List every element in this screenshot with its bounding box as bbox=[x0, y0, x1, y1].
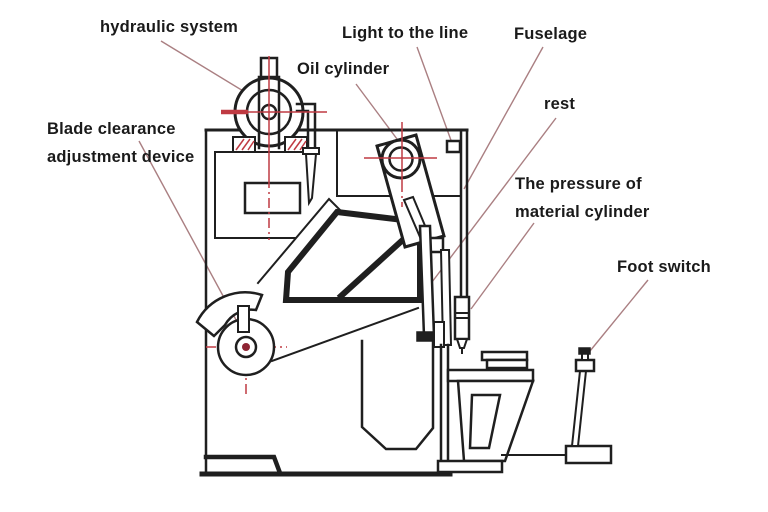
label-pressure-line1: The pressure of bbox=[515, 175, 642, 193]
label-rest: rest bbox=[544, 95, 576, 113]
leader-pressure-cylinder bbox=[470, 222, 535, 310]
pressure-material-cylinder bbox=[453, 295, 471, 354]
foot-switch-button bbox=[578, 347, 591, 355]
label-blade-clearance-line2: adjustment device bbox=[47, 148, 195, 166]
foot-switch-pedal bbox=[564, 444, 613, 465]
leader-fuselage bbox=[463, 46, 544, 190]
support-stand bbox=[436, 343, 535, 474]
blade-clearance-device bbox=[195, 291, 276, 377]
label-pressure-line2: material cylinder bbox=[515, 203, 650, 221]
machine-body bbox=[199, 128, 469, 477]
ram-rest bbox=[416, 224, 453, 348]
frame-window bbox=[270, 306, 435, 451]
leader-foot-switch bbox=[589, 279, 649, 352]
center-dot bbox=[242, 343, 250, 351]
foot-switch bbox=[501, 347, 613, 465]
label-foot-switch: Foot switch bbox=[617, 258, 711, 276]
label-blade-clearance-line1: Blade clearance bbox=[47, 120, 176, 138]
pump-pipe bbox=[295, 102, 317, 152]
leader-light-to-the-line bbox=[416, 46, 453, 144]
light-to-line-marker bbox=[445, 139, 462, 154]
adjustment-sector bbox=[195, 291, 264, 338]
label-hydraulic-system: hydraulic system bbox=[100, 18, 239, 36]
label-light-to-the-line: Light to the line bbox=[342, 24, 469, 42]
label-fuselage: Fuselage bbox=[514, 25, 588, 43]
leader-lines bbox=[138, 40, 649, 352]
label-oil-cylinder: Oil cylinder bbox=[297, 60, 390, 78]
